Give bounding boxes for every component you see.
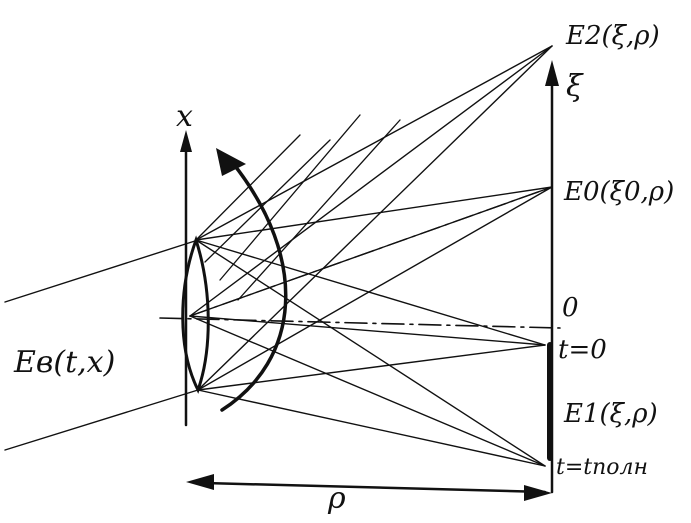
t-full-label: t=tполн [556, 455, 648, 480]
optical-axis-line [159, 317, 561, 329]
chief-ray-e0 [189, 186, 553, 317]
input-field-label: Eв(t,x) [13, 345, 115, 380]
rho-dimension-line [203, 481, 547, 494]
x-axis-arrow [180, 130, 192, 152]
e1-label: E1(ξ,ρ) [563, 399, 658, 429]
t-zero-label: t=0 [558, 335, 607, 365]
rays-from-lens-middle [189, 45, 553, 467]
origin-label: 0 [562, 293, 579, 323]
incoming-beam-upper [4, 239, 199, 303]
incoming-beam-lower [4, 389, 199, 451]
rays-from-lens-top [195, 45, 553, 467]
wavefront-lines [195, 114, 401, 301]
rotation-arrowhead [216, 148, 246, 176]
x-axis-label: x [176, 99, 193, 134]
xi-axis-label: ξ [566, 69, 584, 104]
e0-label: E0(ξ0,ρ) [563, 177, 674, 207]
rho-arrow-right [524, 485, 552, 501]
rho-label: ρ [327, 481, 346, 516]
xi-axis-arrow [545, 60, 559, 86]
rho-arrow-left [186, 474, 214, 490]
rotation-arc [220, 160, 288, 412]
e2-label: E2(ξ,ρ) [565, 21, 660, 51]
